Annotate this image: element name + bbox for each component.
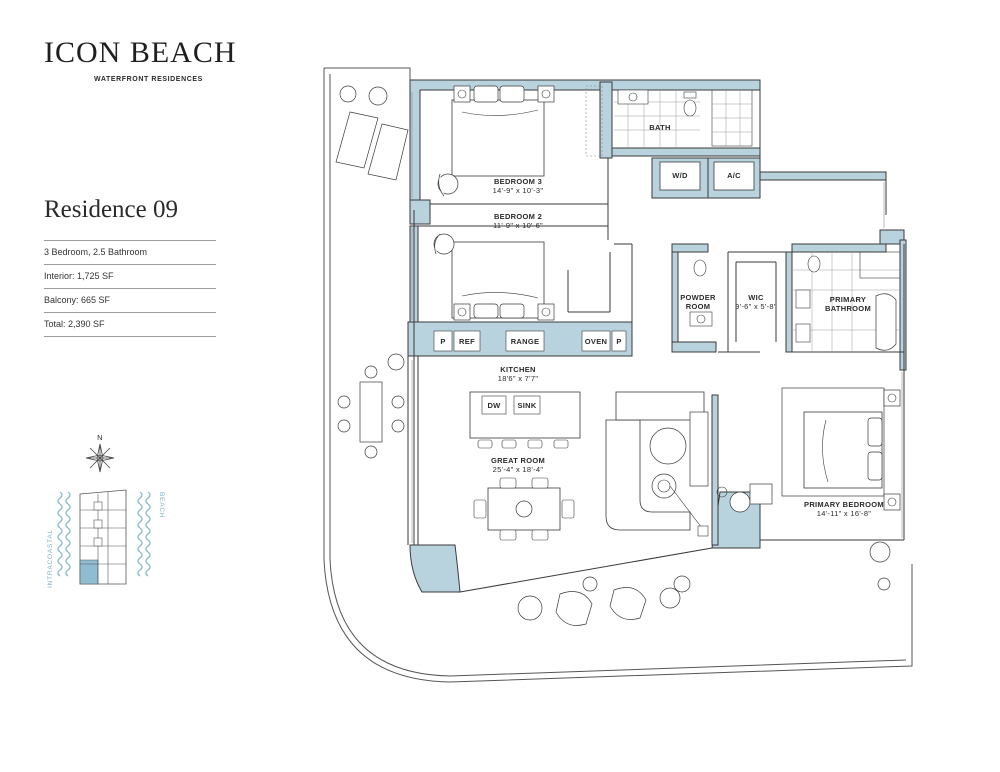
kitchen-name: KITCHEN bbox=[500, 365, 535, 374]
bedroom-3-size: 14'-9" x 10'-3" bbox=[493, 186, 544, 195]
dishwasher-label: DW bbox=[487, 401, 501, 410]
washer-dryer-label: W/D bbox=[672, 171, 688, 180]
ac-label: A/C bbox=[727, 171, 741, 180]
powder-label-line1: POWDER bbox=[680, 293, 716, 302]
ref-label: REF bbox=[459, 337, 475, 346]
bedroom-3-name: BEDROOM 3 bbox=[494, 177, 542, 186]
primary-bedroom-name: PRIMARY BEDROOM bbox=[804, 500, 884, 509]
pantry-left-label: P bbox=[440, 337, 445, 346]
great-room: GREAT ROOM 25'-4" x 18'-4" bbox=[473, 391, 709, 541]
range-label: RANGE bbox=[511, 337, 540, 346]
key-plan-beach-label: BEACH bbox=[158, 492, 165, 518]
great-room-name: GREAT ROOM bbox=[491, 456, 545, 465]
water-waves-right bbox=[137, 491, 151, 577]
powder-room: POWDER ROOM bbox=[680, 259, 716, 327]
kitchen-size: 18'6" x 7'7" bbox=[498, 374, 539, 383]
coffee-table bbox=[649, 427, 687, 465]
glazing bbox=[411, 92, 903, 543]
spec-balcony: Balcony: 665 SF bbox=[44, 288, 216, 312]
water-waves-left bbox=[57, 491, 71, 577]
laundry-closet: W/D A/C bbox=[659, 161, 755, 191]
key-plan-unit-highlight bbox=[79, 559, 99, 585]
primary-bathroom-line1: PRIMARY bbox=[830, 295, 866, 304]
wic-size: 9'-6" x 5'-8" bbox=[735, 302, 777, 311]
primary-bathroom: PRIMARY BATHROOM bbox=[792, 251, 901, 352]
bedroom-3: BEDROOM 3 14'-9" x 10'-3" bbox=[437, 85, 603, 197]
brand-title: ICON BEACH bbox=[44, 36, 237, 69]
compass-north-label: N bbox=[97, 433, 103, 442]
spec-interior: Interior: 1,725 SF bbox=[44, 264, 216, 288]
oven-label: OVEN bbox=[585, 337, 607, 346]
sink-label: SINK bbox=[517, 401, 536, 410]
bath-label: BATH bbox=[649, 123, 670, 132]
bath-room: BATH bbox=[614, 89, 753, 148]
balcony bbox=[323, 67, 913, 683]
primary-bathroom-line2: BATHROOM bbox=[825, 304, 871, 313]
bed-bedroom-3 bbox=[451, 99, 545, 177]
palm-plant bbox=[517, 595, 543, 621]
bedroom-2-name: BEDROOM 2 bbox=[494, 212, 542, 221]
key-plan-intracoastal-label: INTRACOASTAL bbox=[47, 529, 54, 588]
residence-title: Residence 09 bbox=[44, 196, 178, 223]
wall-lines bbox=[407, 90, 905, 593]
primary-bedroom-size: 14'-11" x 16'-8" bbox=[817, 509, 872, 518]
wic-name: WIC bbox=[748, 293, 764, 302]
brand-subtitle: WATERFRONT RESIDENCES bbox=[94, 76, 203, 83]
balcony-dining-table bbox=[359, 381, 383, 443]
bedroom-2-size: 11'-9" x 10'-6" bbox=[493, 221, 543, 230]
dining-table bbox=[487, 487, 561, 531]
walk-in-closet: WIC 9'-6" x 5'-8" bbox=[735, 293, 777, 311]
compass-icon: N bbox=[85, 433, 115, 473]
spec-total: Total: 2,390 SF bbox=[44, 312, 216, 337]
bedroom-2: BEDROOM 2 11'-9" x 10'-6" bbox=[433, 212, 555, 321]
brand: ICON BEACH WATERFRONT RESIDENCES bbox=[44, 36, 244, 84]
spec-list: 3 Bedroom, 2.5 Bathroom Interior: 1,725 … bbox=[44, 240, 216, 337]
media-console bbox=[689, 411, 709, 487]
primary-bedroom: PRIMARY BEDROOM 14'-11" x 16'-8" bbox=[716, 387, 901, 518]
pantry-right-label: P bbox=[616, 337, 621, 346]
balcony-furniture bbox=[335, 85, 891, 626]
kitchen: P REF RANGE OVEN P KITCHEN 18'6" x 7'7" … bbox=[433, 330, 627, 449]
key-plan: INTRACOASTAL BEACH bbox=[47, 489, 165, 588]
powder-label-line2: ROOM bbox=[686, 302, 711, 311]
spec-bedrooms: 3 Bedroom, 2.5 Bathroom bbox=[44, 240, 216, 264]
great-room-size: 25'-4" x 18'-4" bbox=[493, 465, 544, 474]
